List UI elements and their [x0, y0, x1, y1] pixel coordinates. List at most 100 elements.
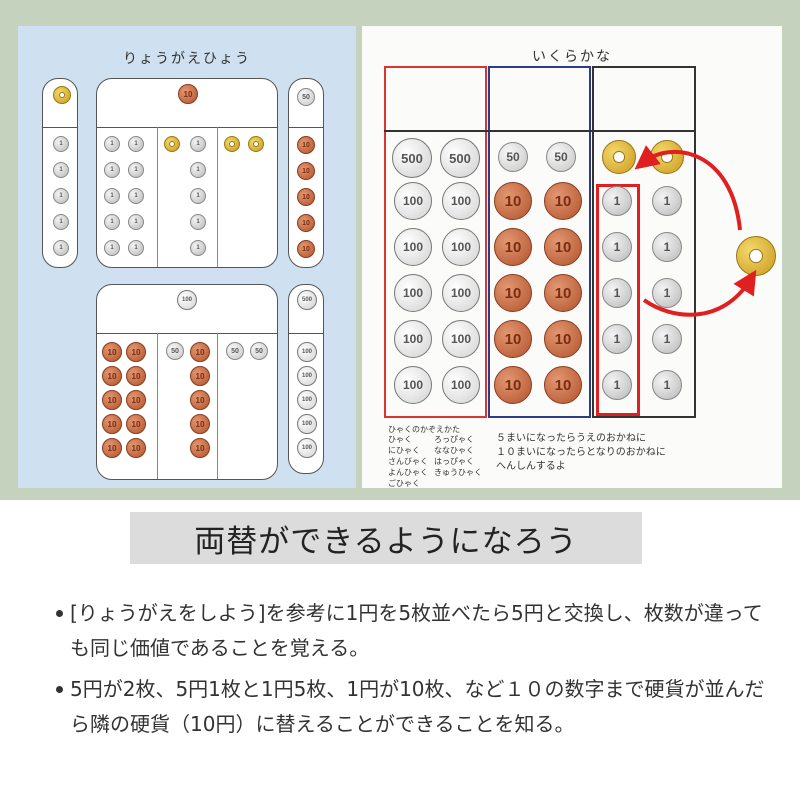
one-yen-coin: 1: [602, 370, 632, 400]
bullet-item: 5円が2枚、5円1枚と1円5枚、1円が10枚、など１０の数字まで硬貨が並んだら隣…: [40, 672, 770, 742]
one-yen-coin: 1: [190, 214, 206, 230]
fifty-yen-coin: 50: [297, 88, 315, 106]
hundred-yen-coin: 100: [442, 182, 480, 220]
one-yen-coin: 1: [53, 240, 69, 256]
box-hundreds: [384, 66, 487, 418]
ten-yen-coin: 10: [297, 188, 315, 206]
one-yen-coin: 1: [652, 370, 682, 400]
one-yen-coin: 1: [53, 188, 69, 204]
hundreds-box-heading: ひゃくのかぞえかた: [388, 425, 460, 434]
box-ones: [592, 66, 696, 418]
hundred-yen-coin: 100: [442, 228, 480, 266]
one-yen-coin: 1: [128, 240, 144, 256]
hundreds-list-1: ひゃく にひゃく さんびゃく よんひゃく ごひゃく: [388, 435, 428, 488]
five-hundred-yen-coin: 500: [440, 138, 480, 178]
hundred-yen-coin: 100: [442, 274, 480, 312]
one-yen-coin: 1: [190, 136, 206, 152]
ten-yen-coin: 10: [494, 228, 532, 266]
one-yen-coin: 1: [53, 214, 69, 230]
one-yen-coin: 1: [652, 324, 682, 354]
hundred-yen-coin: 100: [177, 290, 197, 310]
ten-yen-coin: 10: [494, 366, 532, 404]
five-yen-coin-large: [736, 236, 776, 276]
exchange-rule-note: ５まいになったらうえのおかねに １０まいになったらとなりのおかねに へんしんする…: [496, 433, 666, 472]
one-yen-coin: 1: [128, 188, 144, 204]
five-yen-coin: [53, 86, 71, 104]
bullet-item: [りょうがえをしよう]を参考に1円を5枚並べたら5円と交換し、枚数が違っても同じ…: [40, 596, 770, 666]
ten-yen-coin: 10: [297, 214, 315, 232]
highlight-five-one-yen: [596, 184, 640, 416]
fifty-yen-coin: 50: [546, 142, 576, 172]
hundred-yen-coin: 100: [394, 182, 432, 220]
how-much-title: いくらかな: [532, 49, 612, 65]
ten-yen-coin: 10: [297, 240, 315, 258]
hundred-yen-coin: 100: [394, 320, 432, 358]
ten-yen-coin: 10: [544, 320, 582, 358]
five-hundred-yen-coin: 500: [392, 138, 432, 178]
fifty-yen-coin: 50: [498, 142, 528, 172]
box-top-row: [384, 66, 696, 132]
ten-yen-coin: 10: [102, 366, 122, 386]
one-yen-coin: 1: [652, 232, 682, 262]
ten-yen-coin: 10: [126, 390, 146, 410]
one-yen-coin: 1: [104, 162, 120, 178]
five-yen-coin: [602, 140, 636, 174]
ten-yen-coin: 10: [544, 182, 582, 220]
one-yen-coin: 1: [652, 186, 682, 216]
hundreds-list-2: ろっぴゃく ななひゃく はっぴゃく きゅうひゃく: [434, 435, 482, 477]
ten-yen-coin: 10: [126, 366, 146, 386]
ten-yen-coin: 10: [544, 228, 582, 266]
one-yen-coin: 1: [104, 136, 120, 152]
one-yen-coin: 1: [602, 324, 632, 354]
ten-yen-coin: 10: [297, 136, 315, 154]
one-yen-coin: 1: [104, 214, 120, 230]
five-yen-coin: [224, 136, 240, 152]
one-yen-coin: 1: [190, 162, 206, 178]
one-yen-coin: 1: [602, 186, 632, 216]
ten-yen-coin: 10: [178, 84, 198, 104]
hundred-yen-coin: 100: [394, 228, 432, 266]
ten-yen-coin: 10: [190, 438, 210, 458]
one-yen-coin: 1: [652, 278, 682, 308]
fifty-yen-coin: 50: [226, 342, 244, 360]
one-yen-coin: 1: [53, 136, 69, 152]
five-yen-coin: [248, 136, 264, 152]
how-much-sheet: いくらかな ひゃくのかぞえかた ひゃく にひゃく さんびゃく よんひゃく ごひゃ…: [362, 26, 782, 488]
ten-yen-coin: 10: [190, 342, 210, 362]
fifty-yen-coin: 50: [166, 342, 184, 360]
ten-yen-coin: 10: [494, 182, 532, 220]
panel-hundred-yen: [96, 284, 278, 480]
ten-yen-coin: 10: [126, 414, 146, 434]
one-yen-coin: 1: [602, 278, 632, 308]
hundred-yen-coin: 100: [297, 366, 317, 386]
exchange-table-title: りょうがえひょう: [123, 51, 251, 67]
one-yen-coin: 1: [53, 162, 69, 178]
ten-yen-coin: 10: [544, 274, 582, 312]
ten-yen-coin: 10: [126, 438, 146, 458]
bullet-list: [りょうがえをしよう]を参考に1円を5枚並べたら5円と交換し、枚数が違っても同じ…: [40, 596, 770, 748]
one-yen-coin: 1: [190, 240, 206, 256]
ten-yen-coin: 10: [494, 320, 532, 358]
ten-yen-coin: 10: [544, 366, 582, 404]
one-yen-coin: 1: [190, 188, 206, 204]
ten-yen-coin: 10: [102, 390, 122, 410]
exchange-arrow: [634, 145, 757, 317]
hundred-yen-coin: 100: [297, 390, 317, 410]
hundred-yen-coin: 100: [297, 438, 317, 458]
one-yen-coin: 1: [128, 136, 144, 152]
page-heading: 両替ができるようになろう: [130, 512, 642, 564]
hundred-yen-coin: 100: [394, 366, 432, 404]
ten-yen-coin: 10: [102, 414, 122, 434]
hundred-yen-coin: 100: [442, 320, 480, 358]
hundred-yen-coin: 100: [297, 414, 317, 434]
ten-yen-coin: 10: [190, 414, 210, 434]
five-yen-coin: [164, 136, 180, 152]
panel-ten-yen: [96, 78, 278, 268]
one-yen-coin: 1: [128, 162, 144, 178]
one-yen-coin: 1: [602, 232, 632, 262]
fifty-yen-coin: 50: [250, 342, 268, 360]
ten-yen-coin: 10: [190, 366, 210, 386]
five-hundred-yen-coin: 500: [297, 290, 317, 310]
ten-yen-coin: 10: [102, 342, 122, 362]
